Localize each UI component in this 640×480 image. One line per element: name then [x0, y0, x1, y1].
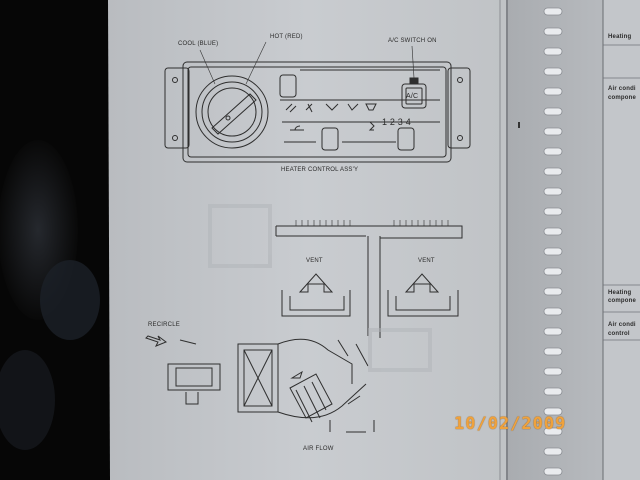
manual-page	[108, 0, 508, 480]
side-fragment: compone	[608, 95, 637, 101]
date-stamp: 10/02/2009	[454, 414, 567, 434]
label-vent-right: VENT	[418, 258, 435, 264]
spiral-binding	[543, 7, 563, 476]
side-fragment: compone	[608, 298, 637, 304]
side-fragment: Air condi	[608, 86, 636, 92]
label-air-flow: AIR FLOW	[303, 446, 334, 452]
label-heater-control: HEATER CONTROL ASS'Y	[281, 167, 359, 173]
side-fragment: Heating	[608, 290, 632, 296]
background-blur-shape	[0, 350, 55, 450]
side-fragment: control	[608, 331, 630, 337]
side-fragment: Air condi	[608, 322, 636, 328]
label-cool: COOL (BLUE)	[178, 41, 219, 47]
label-vent-left: VENT	[306, 258, 323, 264]
temperature-knob	[195, 75, 269, 149]
label-recircle: RECIRCLE	[148, 322, 180, 328]
heater-control-panel	[164, 61, 471, 163]
side-fragment: Heating	[608, 34, 632, 40]
label-hot: HOT (RED)	[270, 34, 303, 40]
fan-lever	[397, 127, 415, 151]
background-blur-shape	[40, 260, 100, 340]
mode-lever	[279, 74, 297, 98]
label-fan-speeds: 1 2 3 4	[382, 117, 411, 127]
airflow-diagram	[145, 220, 463, 433]
label-ac-button: A/C	[406, 93, 419, 100]
recirc-lever	[321, 127, 339, 151]
label-ac-switch: A/C SWITCH ON	[388, 38, 437, 44]
